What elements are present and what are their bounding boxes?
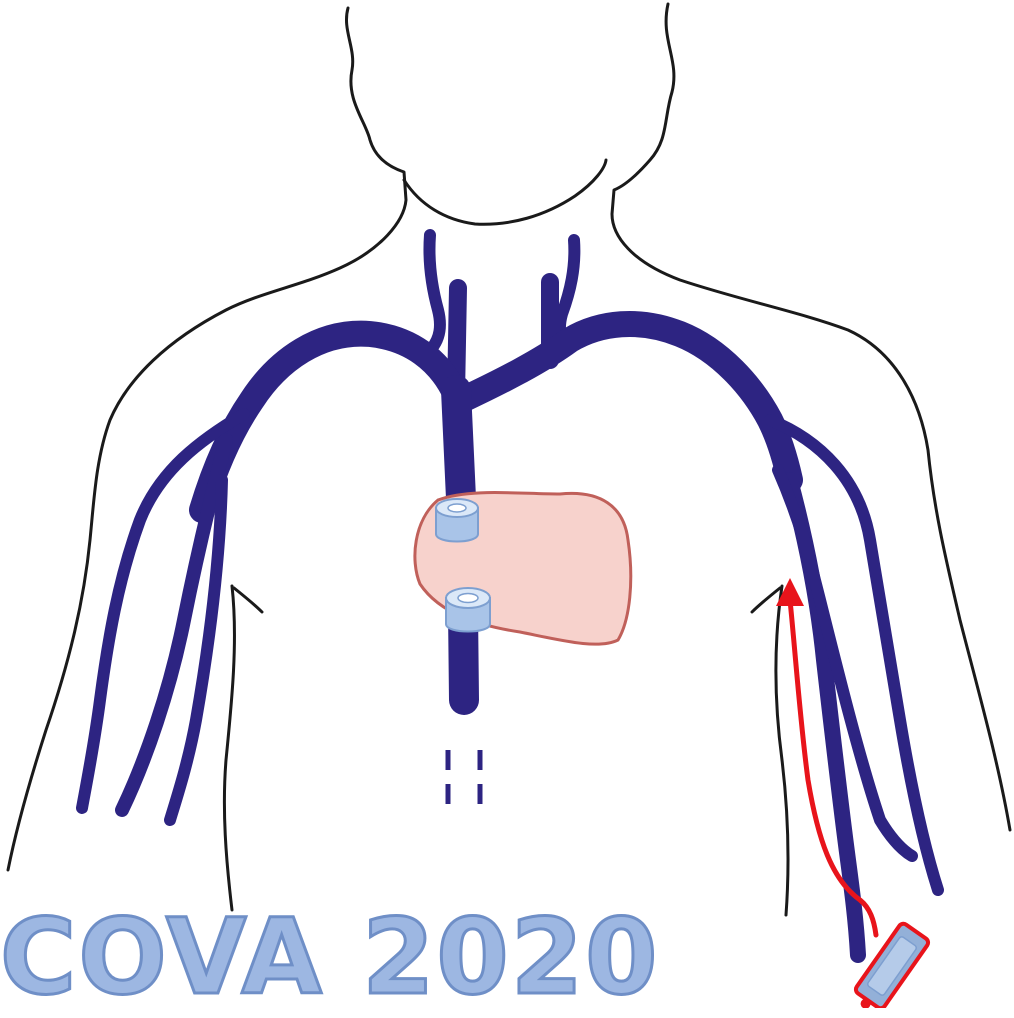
vessel-stub-lower [446, 588, 490, 632]
heart [415, 493, 631, 645]
torso-left-contour [224, 586, 234, 910]
jaw-contour [404, 160, 606, 224]
diagram-caption: COVA 2020 [0, 905, 660, 1009]
jugular-vein-left-outer [429, 235, 440, 348]
armpit-right-contour [752, 588, 780, 612]
vena-cava-dashes [448, 750, 480, 810]
torso-right-contour [776, 586, 788, 915]
armpit-left-contour [234, 588, 262, 612]
subclavian-vein-right [462, 324, 790, 480]
head-right-contour [612, 4, 1010, 830]
vessel-stub-upper [436, 499, 478, 542]
body-outline [8, 4, 1010, 915]
